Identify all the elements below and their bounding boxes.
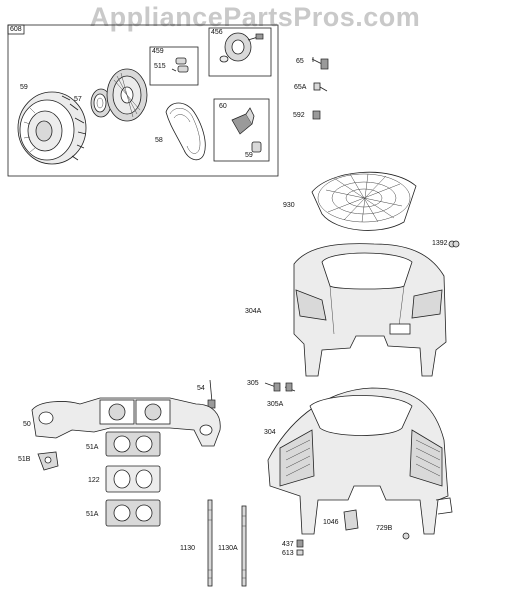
- intake-manifold-50: [31, 397, 221, 447]
- label-54: 54: [197, 385, 205, 392]
- blower-housing-304a: [293, 243, 447, 377]
- label-304: 304: [264, 429, 276, 436]
- label-58: 58: [155, 137, 163, 144]
- box-60-frame: [213, 98, 270, 162]
- label-59-insert: 59: [245, 152, 253, 159]
- label-50: 50: [23, 421, 31, 428]
- label-51a-upper: 51A: [86, 444, 99, 451]
- screw-437-613: [296, 539, 304, 556]
- screw-65a: [313, 82, 328, 92]
- gasket-51a-lower: [105, 499, 161, 527]
- clip-729b: [402, 532, 410, 540]
- label-1130: 1130: [180, 545, 196, 552]
- spring-57: [90, 88, 112, 118]
- label-51a-lower: 51A: [86, 511, 99, 518]
- label-515: 515: [154, 63, 166, 70]
- label-305a: 305A: [267, 401, 284, 408]
- rope-58: [165, 102, 206, 161]
- label-57: 57: [74, 96, 82, 103]
- label-930: 930: [283, 202, 295, 209]
- label-65a: 65A: [294, 84, 307, 91]
- label-65: 65: [296, 58, 304, 65]
- label-1392: 1392: [432, 240, 448, 247]
- label-122: 122: [88, 477, 100, 484]
- starter-dogs-515: [171, 57, 189, 73]
- label-60: 60: [219, 103, 227, 110]
- bracket-51b: [37, 451, 59, 471]
- baffle-1046: [343, 509, 359, 531]
- stud-54: [207, 379, 216, 409]
- retainer-456: [219, 32, 264, 63]
- label-608: 608: [10, 26, 22, 33]
- screw-65: [311, 57, 329, 70]
- spacer-122: [105, 465, 161, 493]
- label-305: 305: [247, 380, 259, 387]
- label-437: 437: [282, 541, 294, 548]
- box-608-frame: [7, 24, 279, 177]
- box-456-frame: [208, 27, 272, 77]
- label-304a: 304A: [245, 308, 262, 315]
- pulley: [106, 68, 148, 122]
- watermark: AppliancePartsPros.com: [89, 2, 421, 32]
- box-459-frame: [149, 46, 199, 86]
- box-608-label-frame: [7, 24, 25, 35]
- label-729b: 729B: [376, 525, 393, 532]
- gasket-51a-upper: [105, 431, 161, 457]
- label-459: 459: [152, 48, 164, 55]
- clip-1392: [448, 240, 460, 248]
- label-592: 592: [293, 112, 305, 119]
- screw-305a: [284, 382, 296, 392]
- label-1130a: 1130A: [218, 545, 238, 552]
- label-51b: 51B: [18, 456, 31, 463]
- nut-592: [312, 110, 321, 120]
- label-59: 59: [20, 84, 28, 91]
- label-1046: 1046: [323, 519, 339, 526]
- stud-1130a: [241, 505, 247, 587]
- starter-housing-59: [17, 91, 87, 165]
- label-613: 613: [282, 550, 294, 557]
- insert-59: [251, 141, 262, 153]
- rotating-screen-930: [311, 171, 417, 231]
- blower-housing-304: [267, 387, 453, 535]
- label-456: 456: [211, 29, 223, 36]
- handle-60: [231, 107, 255, 135]
- screw-305: [264, 382, 281, 392]
- stud-1130: [207, 499, 213, 587]
